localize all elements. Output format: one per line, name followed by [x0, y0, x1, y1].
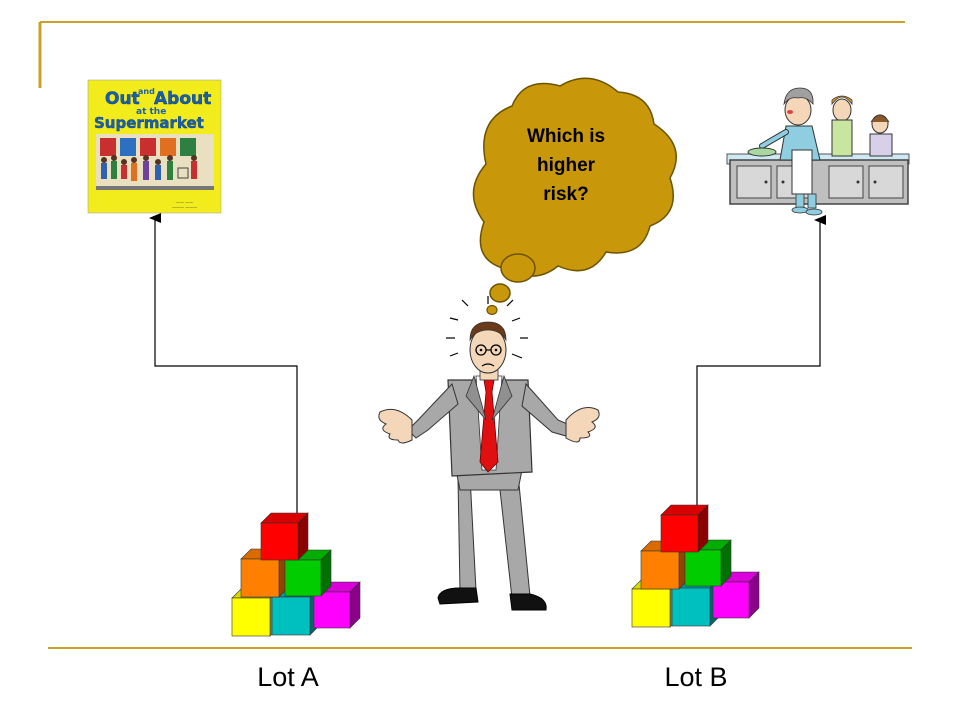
thought-bubble: Which is higher risk? [472, 77, 677, 316]
supermarket-book-cover-icon: Out and About at the Supermarket —— —— —… [87, 79, 222, 214]
lot-a-label: Lot A [257, 662, 319, 692]
thought-cloud [472, 77, 677, 277]
cover-title-out: Out [105, 89, 140, 109]
lot-a-cube-magenta [313, 581, 361, 629]
thought-text-line-3: risk? [543, 184, 588, 205]
lot-b-label: Lot B [664, 662, 728, 692]
svg-text:——— ———: ——— ——— [172, 205, 197, 210]
lot-b-cube-pyramid [631, 504, 760, 628]
thought-text-line-2: higher [537, 155, 596, 176]
connector-lot-b-to-cafeteria [696, 215, 826, 515]
lot-a-cube-pyramid [231, 512, 361, 637]
cafeteria-workers-icon [726, 87, 910, 216]
thought-dot-small [486, 304, 498, 316]
cover-title-and: and [138, 87, 155, 96]
stress-lines [446, 296, 528, 359]
lot-a-cube-red [260, 512, 309, 561]
thought-dot-large [500, 253, 536, 283]
slide-frame [38, 21, 912, 649]
worried-man-shrugging-icon [378, 296, 600, 611]
svg-text:—— ——: —— —— [176, 200, 193, 205]
cover-title-about: About [154, 89, 211, 109]
thought-text-line-1: Which is [527, 126, 605, 147]
connector-lot-a-to-supermarket [149, 213, 298, 520]
cover-title-at-the: at the [136, 107, 166, 117]
thought-dot-medium [489, 283, 511, 303]
cover-title-supermarket: Supermarket [94, 114, 204, 132]
lot-b-cube-red [660, 504, 709, 553]
